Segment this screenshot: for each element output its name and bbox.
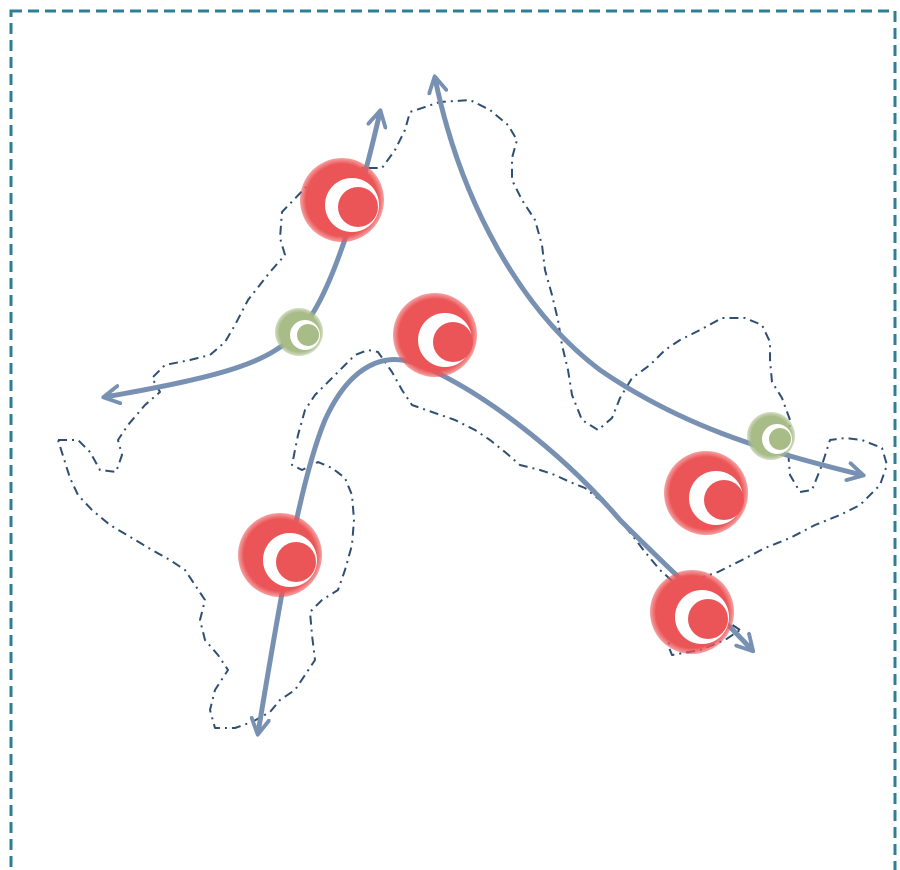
red-crescent-marker-icon: [238, 513, 322, 597]
green-crescent-marker-icon: [275, 308, 323, 356]
green-crescent-marker-icon: [747, 412, 795, 460]
red-crescent-marker-icon: [664, 451, 748, 535]
arrow-right-branch: [435, 78, 862, 475]
red-crescent-marker-icon: [300, 158, 384, 242]
red-crescent-marker-icon: [393, 293, 477, 377]
region-outline-left: [58, 99, 888, 656]
flow-arrows: [105, 78, 862, 733]
red-crescent-marker-icon: [650, 570, 734, 654]
region-outline-center: [57, 349, 741, 729]
outer-frame: [9, 9, 897, 870]
arrow-left-branch: [105, 112, 380, 397]
major-markers: [238, 158, 748, 654]
minor-markers: [275, 308, 795, 460]
